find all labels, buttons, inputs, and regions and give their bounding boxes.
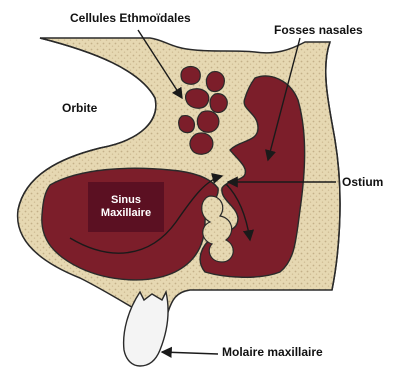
molar-leader-line <box>162 352 218 354</box>
label-nasal-fossae: Fosses nasales <box>274 24 363 36</box>
label-ostium: Ostium <box>342 176 383 188</box>
label-ethmoid-cells: Cellules Ethmoïdales <box>70 12 191 24</box>
label-maxillary-molar: Molaire maxillaire <box>222 346 323 358</box>
label-maxillary-sinus: Sinus Maxillaire <box>88 182 164 232</box>
label-orbit: Orbite <box>62 102 97 114</box>
